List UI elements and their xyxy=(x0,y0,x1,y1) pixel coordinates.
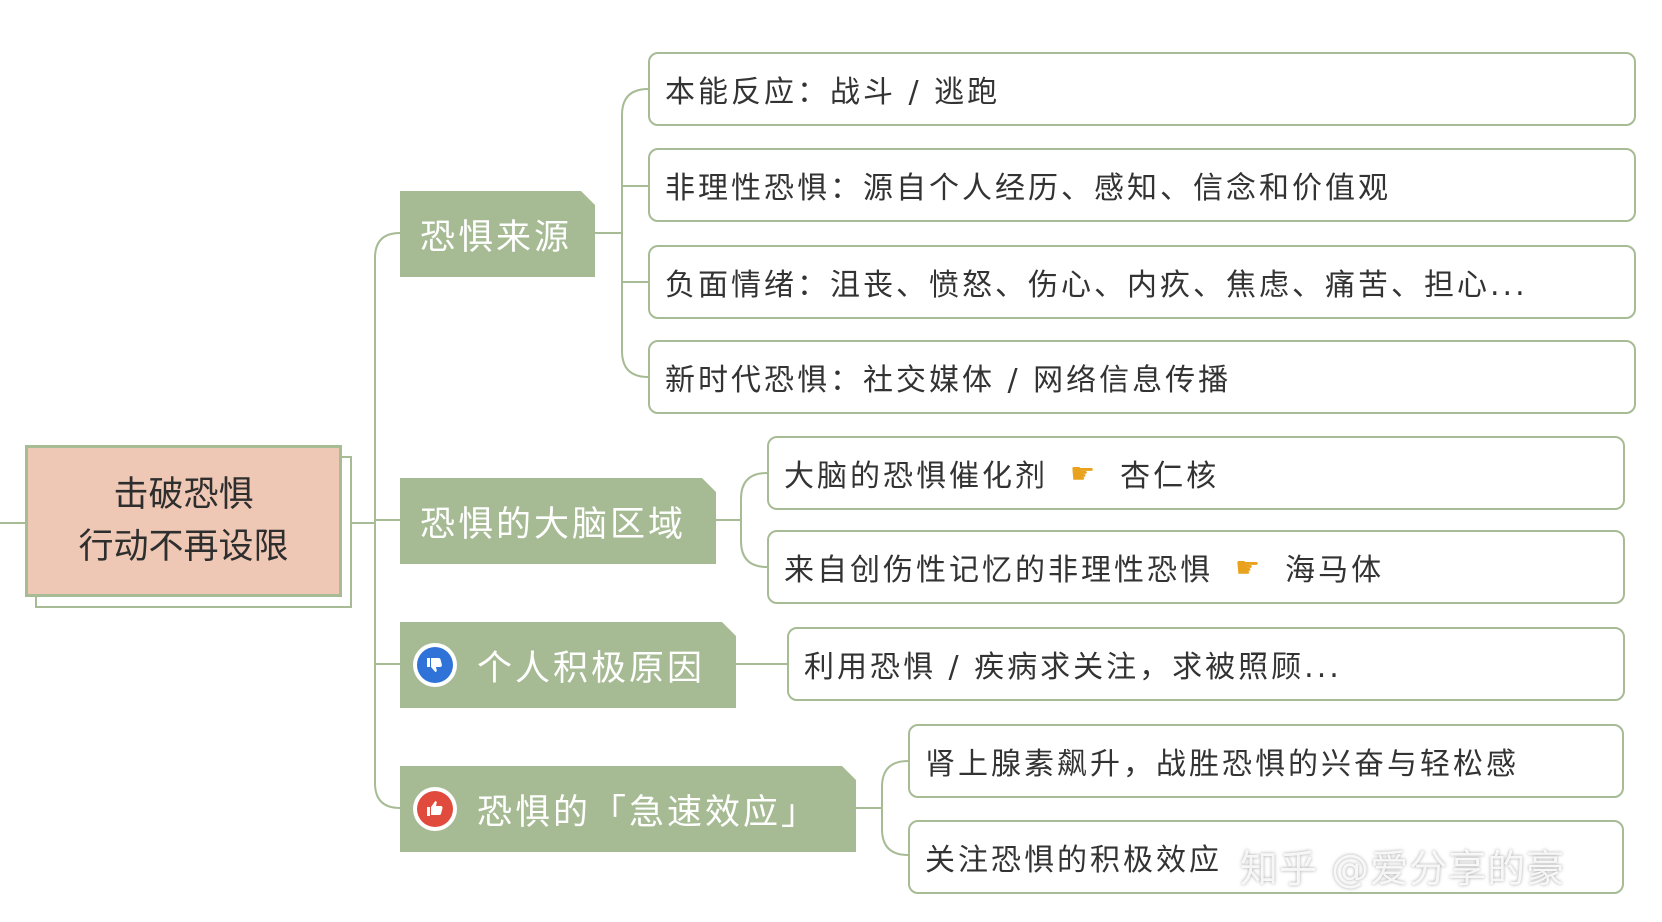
leaf-text: 新时代恐惧：社交媒体 / 网络信息传播 xyxy=(665,363,1232,398)
thumbs-up-icon xyxy=(413,787,457,831)
root-node[interactable]: 击破恐惧 行动不再设限 xyxy=(25,445,342,597)
branch-label: 恐惧的大脑区域 xyxy=(420,504,687,545)
branch-fear-sources[interactable]: 恐惧来源 xyxy=(400,191,595,277)
leaf-text: 非理性恐惧：源自个人经历、感知、信念和价值观 xyxy=(665,171,1391,206)
branch-label: 恐惧来源 xyxy=(420,217,573,258)
root-title-line2: 行动不再设限 xyxy=(78,527,289,567)
leaf-instinct-response[interactable]: 本能反应：战斗 / 逃跑 xyxy=(648,52,1636,126)
leaf-target: 海马体 xyxy=(1285,553,1385,588)
leaf-target: 杏仁核 xyxy=(1120,459,1220,494)
leaf-use-fear-for-attention[interactable]: 利用恐惧 / 疾病求关注，求被照顾... xyxy=(787,627,1625,701)
leaf-text: 利用恐惧 / 疾病求关注，求被照顾... xyxy=(804,650,1342,685)
root-title-line1: 击破恐惧 xyxy=(113,475,254,515)
leaf-new-era-fear[interactable]: 新时代恐惧：社交媒体 / 网络信息传播 xyxy=(648,340,1636,414)
leaf-text: 本能反应：战斗 / 逃跑 xyxy=(665,75,1001,110)
pointing-hand-icon: ☛ xyxy=(1070,456,1099,490)
pointing-hand-icon: ☛ xyxy=(1235,550,1264,584)
leaf-negative-emotions[interactable]: 负面情绪：沮丧、愤怒、伤心、内疚、焦虑、痛苦、担心... xyxy=(648,245,1636,319)
branch-rush-effect[interactable]: 恐惧的「急速效应」 xyxy=(400,766,856,852)
branch-personal-positive-reasons[interactable]: 个人积极原因 xyxy=(400,622,736,708)
leaf-text: 肾上腺素飙升，战胜恐惧的兴奋与轻松感 xyxy=(925,747,1519,782)
leaf-hippocampus[interactable]: 来自创伤性记忆的非理性恐惧 ☛ 海马体 xyxy=(767,530,1625,604)
leaf-text: 来自创伤性记忆的非理性恐惧 xyxy=(784,553,1213,588)
leaf-text: 负面情绪：沮丧、愤怒、伤心、内疚、焦虑、痛苦、担心... xyxy=(665,268,1528,303)
leaf-irrational-fear[interactable]: 非理性恐惧：源自个人经历、感知、信念和价值观 xyxy=(648,148,1636,222)
branch-brain-regions[interactable]: 恐惧的大脑区域 xyxy=(400,478,716,564)
leaf-adrenaline[interactable]: 肾上腺素飙升，战胜恐惧的兴奋与轻松感 xyxy=(908,724,1624,798)
thumbs-down-icon xyxy=(413,643,457,687)
branch-label: 恐惧的「急速效应」 xyxy=(477,792,820,833)
watermark: 知乎 @爱分享的豪 xyxy=(1240,847,1566,891)
leaf-positive-effects[interactable]: 关注恐惧的积极效应 xyxy=(908,820,1624,894)
branch-label: 个人积极原因 xyxy=(477,648,706,689)
leaf-text: 大脑的恐惧催化剂 xyxy=(784,459,1048,494)
leaf-amygdala[interactable]: 大脑的恐惧催化剂 ☛ 杏仁核 xyxy=(767,436,1625,510)
leaf-text: 关注恐惧的积极效应 xyxy=(925,843,1222,878)
